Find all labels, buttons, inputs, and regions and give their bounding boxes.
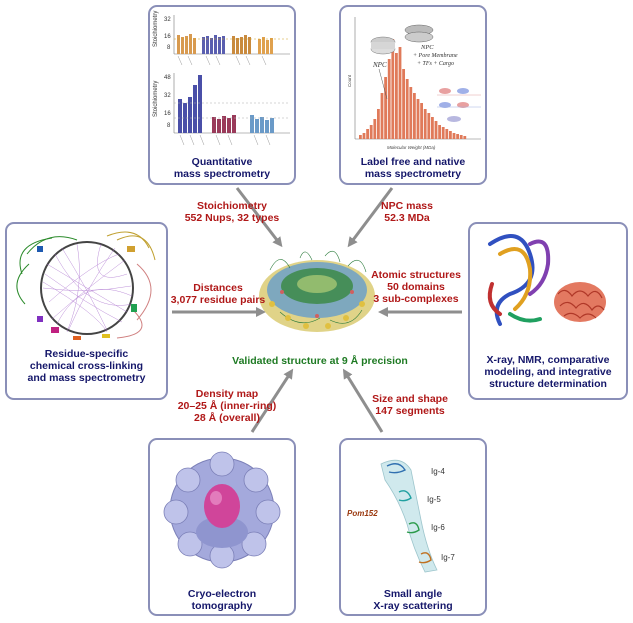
panel-cryo-et: Cryo-electron tomography bbox=[148, 438, 296, 616]
hist-ylabel: Count bbox=[347, 74, 352, 87]
mass-histogram: Count NPC NPC + Pore Membrane + TFs + Ca… bbox=[347, 17, 481, 150]
hist-npc-plus-line1: NPC bbox=[420, 44, 434, 51]
flow-distances: Distances 3,077 residue pairs bbox=[170, 282, 266, 306]
histogram-bar bbox=[373, 119, 377, 139]
histogram-bar bbox=[387, 59, 391, 139]
npc-membrane-shape-icon bbox=[404, 24, 434, 43]
histogram-bar bbox=[427, 113, 431, 139]
panel-xray-nmr-modeling: X-ray, NMR, comparative modeling, and in… bbox=[468, 222, 628, 400]
histogram-bar bbox=[391, 39, 395, 139]
hist-npc-plus-line3: + TFs + Cargo bbox=[417, 61, 454, 67]
histogram-bar bbox=[405, 79, 409, 139]
flow-density-map: Density map 20–25 Å (inner-ring) 28 Å (o… bbox=[177, 388, 277, 424]
histogram-bar bbox=[377, 109, 380, 139]
histogram-bar bbox=[445, 129, 449, 139]
panel-saxs: Ig-4 Ig-5 Ig-6 Ig-7 Pom152 Small angle X… bbox=[339, 438, 487, 616]
caption-cryo-et: Cryo-electron tomography bbox=[187, 588, 257, 612]
quant-ytick: 32 bbox=[164, 93, 171, 99]
histogram-bar bbox=[431, 117, 434, 139]
caption-saxs: Small angle X-ray scattering bbox=[373, 588, 453, 612]
quant-ylabel-bottom: Stoichiometry bbox=[153, 81, 159, 117]
histogram-bar bbox=[380, 93, 384, 139]
caption-xray-nmr-modeling: X-ray, NMR, comparative modeling, and in… bbox=[484, 354, 612, 390]
atomic-structures-art bbox=[487, 234, 606, 326]
saxs-label-ig6: Ig-6 bbox=[431, 523, 445, 532]
histogram-bar bbox=[423, 109, 427, 139]
histogram-bar bbox=[438, 125, 441, 139]
histogram-bar bbox=[398, 47, 402, 139]
histogram-bar bbox=[402, 69, 405, 139]
quant-ytick: 16 bbox=[164, 111, 171, 117]
saxs-label-ig5: Ig-5 bbox=[427, 495, 441, 504]
stoichiometry-bar-charts: Stoichiometry 32 16 8 Stoichiometry 48 3… bbox=[153, 11, 290, 146]
histogram-bar bbox=[441, 127, 445, 139]
quant-ytick: 32 bbox=[164, 17, 171, 23]
saxs-label-ig4: Ig-4 bbox=[431, 467, 445, 476]
histogram-bar bbox=[366, 129, 369, 139]
hist-npc-plus-line2: + Pore Membrane bbox=[413, 53, 458, 59]
hist-npc-label: NPC bbox=[372, 61, 387, 69]
saxs-envelope: Ig-4 Ig-5 Ig-6 Ig-7 Pom152 bbox=[347, 459, 455, 573]
quant-ytick: 48 bbox=[164, 75, 171, 81]
quant-ylabel-top: Stoichiometry bbox=[153, 11, 159, 47]
histogram-bar bbox=[369, 125, 373, 139]
panel-label-free-ms: Count NPC NPC + Pore Membrane + TFs + Ca… bbox=[339, 5, 487, 185]
saxs-label-ig7: Ig-7 bbox=[441, 553, 455, 562]
arrow-from-quant-ms bbox=[235, 187, 283, 248]
quant-ytick: 8 bbox=[167, 123, 171, 129]
flow-npc-mass: NPC mass 52.3 MDa bbox=[381, 200, 433, 224]
complex-icons bbox=[439, 88, 469, 122]
histogram-bar bbox=[456, 134, 459, 139]
histogram-bar bbox=[413, 93, 416, 139]
caption-label-free-ms: Label free and native mass spectrometry bbox=[360, 156, 466, 180]
histogram-bar bbox=[384, 77, 387, 139]
cryo-density-map bbox=[163, 451, 281, 569]
quant-ytick: 16 bbox=[164, 34, 171, 40]
center-validated-structure: Validated structure at 9 Å precision bbox=[232, 355, 408, 367]
histogram-bar bbox=[359, 135, 362, 139]
panel-crosslinking-ms: Residue-specific chemical cross-linking … bbox=[5, 222, 168, 400]
histogram-bar bbox=[459, 135, 463, 139]
flow-size-shape: Size and shape 147 segments bbox=[372, 393, 448, 417]
arrow-from-saxs bbox=[342, 368, 384, 433]
histogram-bar bbox=[463, 136, 467, 139]
histogram-bar bbox=[409, 87, 413, 139]
flow-stoichiometry: Stoichiometry 552 Nups, 32 types bbox=[184, 200, 280, 224]
histogram-bar bbox=[362, 133, 366, 139]
histogram-bar bbox=[416, 99, 420, 139]
caption-quantitative-ms: Quantitative mass spectrometry bbox=[173, 156, 271, 180]
saxs-label-pom152: Pom152 bbox=[347, 509, 378, 518]
npc-shape-icon bbox=[370, 36, 396, 55]
arrow-from-label-free bbox=[347, 187, 394, 248]
histogram-bar bbox=[434, 121, 438, 139]
histogram-bar bbox=[449, 131, 452, 139]
crosslink-circos-plot bbox=[16, 231, 156, 340]
histogram-bar bbox=[420, 103, 423, 139]
panel-quantitative-ms: Stoichiometry 32 16 8 Stoichiometry 48 3… bbox=[148, 5, 296, 185]
hist-xlabel: Molecular Weight (MDa) bbox=[387, 145, 436, 150]
arrow-from-cryo bbox=[250, 368, 294, 433]
histogram-bar bbox=[452, 133, 456, 139]
histogram-bar bbox=[395, 53, 398, 139]
quant-ytick: 8 bbox=[167, 45, 171, 51]
caption-crosslinking-ms: Residue-specific chemical cross-linking … bbox=[27, 348, 146, 384]
flow-atomic-structures: Atomic structures 50 domains 3 sub-compl… bbox=[371, 269, 461, 305]
